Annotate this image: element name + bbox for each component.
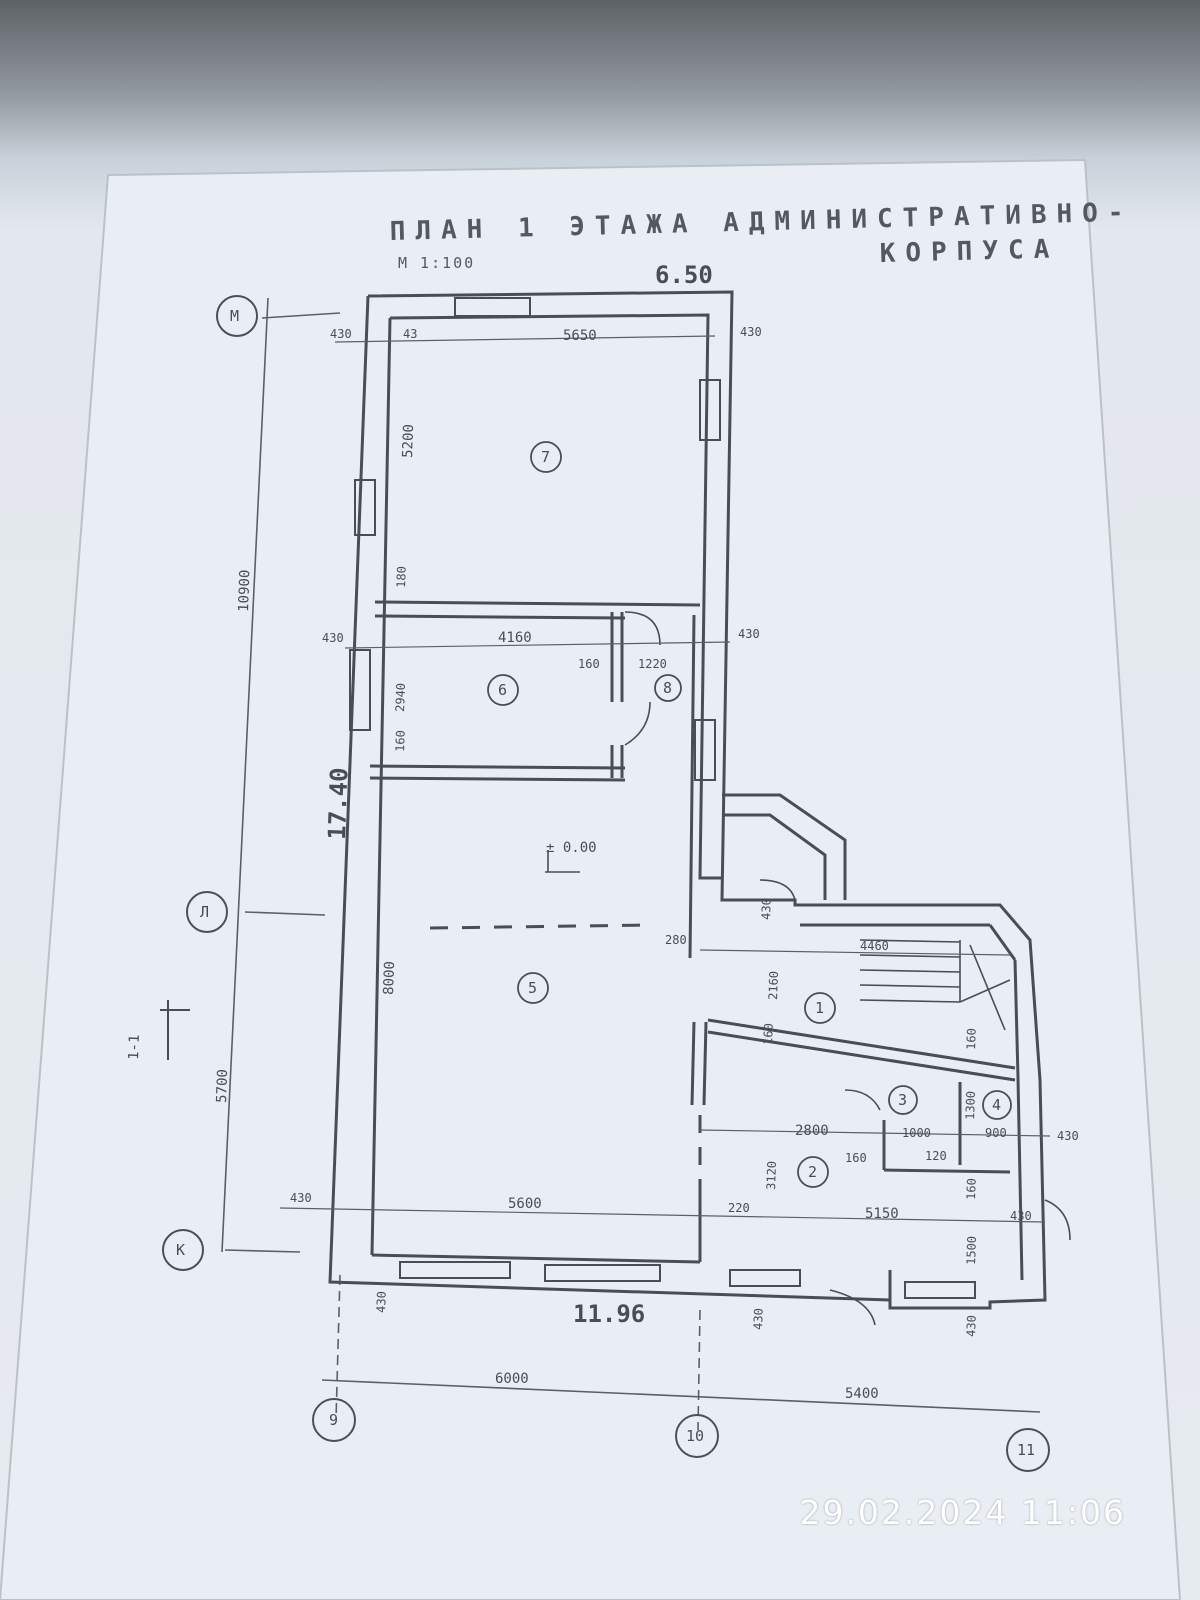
dim-220: 220 [728, 1201, 750, 1215]
room-2-marker: 2 [808, 1163, 817, 1181]
exterior-wall-inner [389, 313, 722, 880]
axis-l-bubble [186, 891, 228, 933]
dim-5400: 5400 [845, 1386, 879, 1402]
dim-8000: 8000 [381, 961, 398, 995]
drawing-scale: М 1:100 [398, 254, 475, 272]
dim-1500: 1500 [964, 1236, 979, 1265]
axis-10-label: 10 [686, 1427, 704, 1445]
dim-430-top-right: 430 [740, 325, 762, 339]
dim-160-c: 160 [761, 1023, 776, 1045]
dim-4160: 4160 [498, 630, 532, 646]
dim-430-b3: 430 [964, 1315, 979, 1337]
overall-length: 17.40 [323, 767, 354, 840]
dim-430-mid-right: 430 [738, 627, 760, 641]
axis-11-bubble [1006, 1428, 1050, 1472]
axis-k-label: К [176, 1241, 185, 1259]
dim-430-b1: 430 [374, 1291, 389, 1313]
dim-120: 120 [925, 1149, 947, 1163]
room-5-marker: 5 [528, 979, 537, 997]
overall-width-top: 6.50 [655, 261, 713, 289]
dim-1300: 1300 [963, 1091, 978, 1120]
axis-k-bubble [162, 1229, 204, 1271]
axis-10-bubble [675, 1414, 719, 1458]
axis-9-bubble [312, 1398, 356, 1442]
dim-430-right: 430 [1057, 1129, 1079, 1143]
drawing-title-line2: КОРПУСА [879, 234, 1059, 269]
dim-160-e: 160 [845, 1151, 867, 1165]
dim-180: 180 [394, 566, 409, 588]
axis-m-label: М [230, 307, 239, 325]
room-1-marker: 1 [815, 999, 824, 1017]
dim-43: 43 [403, 327, 417, 341]
dim-430-stair: 430 [759, 898, 774, 920]
axis-l-label: Л [200, 903, 209, 921]
room-3-marker: 3 [898, 1091, 907, 1109]
dim-430-b2: 430 [751, 1308, 766, 1330]
axis-9-label: 9 [329, 1411, 338, 1429]
staircase [859, 939, 1011, 1031]
dim-280: 280 [665, 933, 687, 947]
dim-2800: 2800 [795, 1123, 829, 1139]
level-mark: ± 0.00 [546, 840, 597, 856]
dim-5200: 5200 [400, 424, 417, 458]
dim-160-f: 160 [964, 1178, 979, 1200]
dim-4460: 4460 [860, 939, 889, 953]
room-6-marker: 6 [498, 681, 507, 699]
dim-160-d: 160 [964, 1028, 979, 1050]
dim-3120: 3120 [764, 1161, 779, 1190]
dim-2160: 2160 [766, 971, 781, 1000]
paper-sheet [0, 158, 1182, 1600]
dim-2940: 2940 [393, 683, 408, 712]
axis-m-bubble [216, 295, 258, 337]
dim-1000: 1000 [902, 1126, 931, 1140]
dim-5600: 5600 [508, 1196, 542, 1212]
dim-430-mid-left: 430 [322, 631, 344, 645]
dim-160-a: 160 [578, 657, 600, 671]
dim-5700: 5700 [214, 1069, 231, 1103]
dim-5650: 5650 [563, 328, 597, 344]
dim-5150: 5150 [865, 1206, 899, 1222]
dim-160-b: 160 [393, 730, 408, 752]
room-4-marker: 4 [992, 1096, 1001, 1114]
axis-11-label: 11 [1017, 1441, 1035, 1459]
dim-430-bottom-right: 430 [1010, 1209, 1032, 1223]
section-mark: 1-1 [126, 1034, 143, 1060]
photo-timestamp: 29.02.2024 11:06 [799, 1493, 1126, 1532]
overall-width-bottom: 11.96 [573, 1300, 645, 1328]
dim-10900: 10900 [236, 569, 253, 612]
dim-430-top-left: 430 [330, 327, 352, 341]
dim-430-bottom-left: 430 [290, 1191, 312, 1205]
room-7-marker: 7 [541, 448, 550, 466]
room-8-marker: 8 [663, 679, 672, 697]
dim-900: 900 [985, 1126, 1007, 1140]
dim-1220: 1220 [638, 657, 667, 671]
dim-6000: 6000 [495, 1371, 529, 1387]
